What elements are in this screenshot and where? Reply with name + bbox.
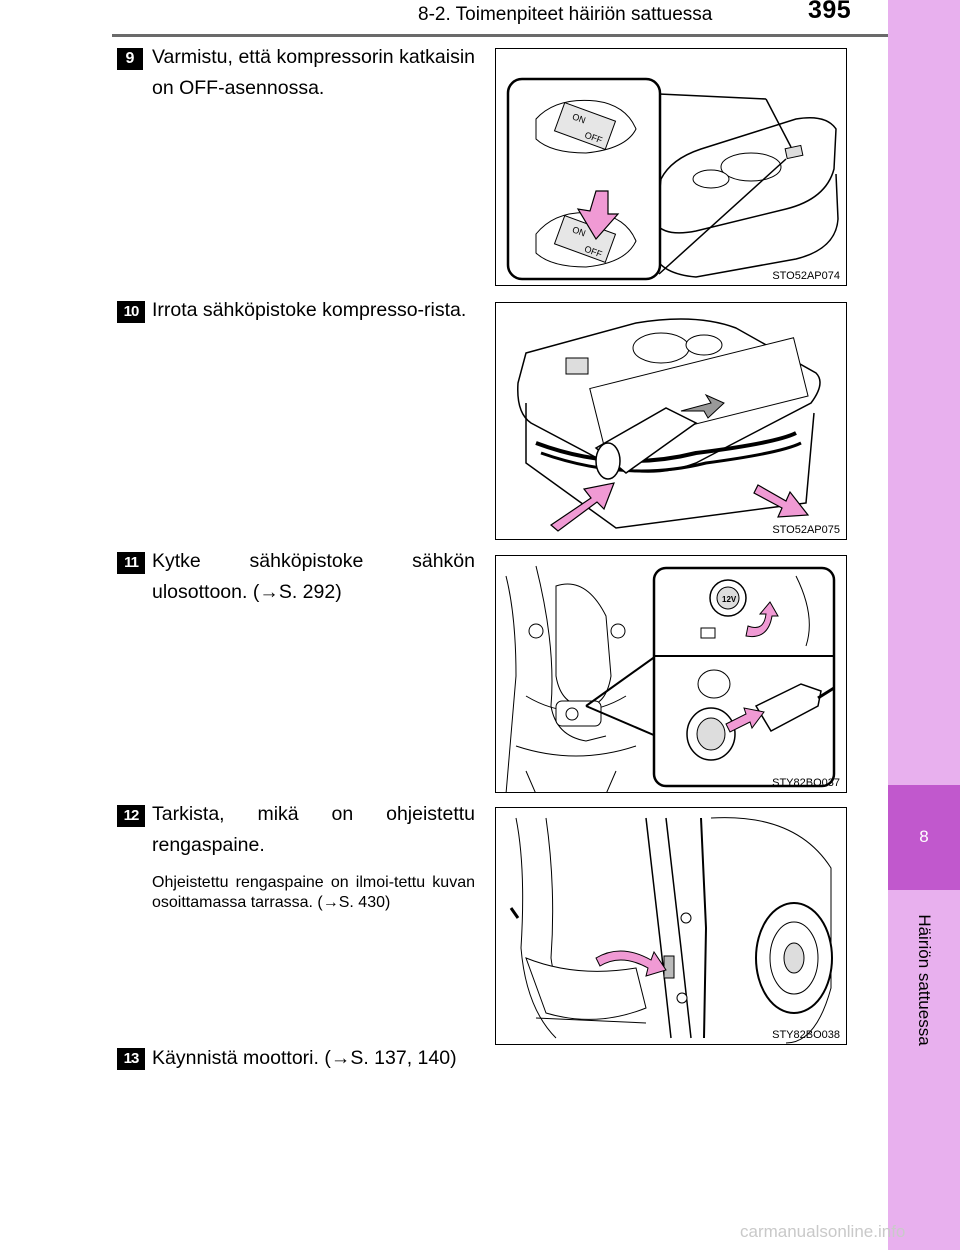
step-text-11: Kytke sähköpistoke sähkön ulosottoon. (→… [152, 550, 475, 603]
step-text-12: Tarkista, mikä on ohjeistettu rengaspain… [152, 803, 475, 856]
figure-power-outlet: 12V STY82BO037 [495, 555, 847, 793]
chapter-number: 8 [919, 827, 929, 846]
chapter-tab[interactable]: 8 [888, 785, 960, 890]
step-text-10: Irrota sähköpistoke kompresso-rista. [152, 299, 467, 321]
pull-arrow-left-icon [550, 482, 615, 532]
compressor-switch-illustration: ON OFF ON OFF [506, 77, 839, 281]
step-badge-13: 13 [117, 1048, 145, 1070]
figure-code: STO52AP074 [772, 270, 840, 282]
step-badge-9: 9 [117, 48, 143, 70]
power-outlet-illustration: 12V [505, 565, 836, 792]
step-badge-11: 11 [117, 552, 145, 574]
step-text-9: Varmistu, että kompressorin katkaisin on… [152, 46, 475, 99]
switch-on-label-top: ON [571, 111, 587, 125]
header-rule [112, 34, 888, 37]
pull-arrow-right-icon [753, 484, 810, 518]
step-badge-10: 10 [117, 301, 145, 323]
press-arrow-icon [576, 190, 620, 241]
figure-code: STY82BO037 [772, 777, 840, 789]
step-text-13: Käynnistä moottori. (→S. 137, 140) [152, 1047, 457, 1069]
step-badge-12: 12 [117, 805, 145, 827]
figure-code: STO52AP075 [772, 524, 840, 536]
figure-tire-label: STY82BO038 [495, 807, 847, 1045]
page-number: 395 [808, 0, 852, 24]
figure-unplug-compressor: STO52AP075 [495, 302, 847, 540]
socket-12v-label: 12V [722, 595, 737, 604]
label-arrow-icon [595, 950, 667, 977]
chapter-sidebar [888, 0, 960, 1250]
door-pillar-illustration [509, 817, 833, 1044]
figure-compressor-switch: ON OFF ON OFF STO52AP074 [495, 48, 847, 286]
switch-on-label-bottom: ON [571, 224, 587, 238]
page-header: 8-2. Toimenpiteet häiriön sattuessa 395 [0, 0, 888, 40]
cap-arrow-icon [745, 601, 779, 638]
plug-arrow-icon [725, 707, 765, 733]
watermark: carmanualsonline.info [740, 1222, 906, 1241]
chapter-label: Häiriön sattuessa [915, 914, 934, 1046]
unplug-illustration [517, 318, 821, 532]
figure-code: STY82BO038 [772, 1029, 840, 1041]
step-note-12: Ohjeistettu rengaspaine on ilmoi-tettu k… [152, 874, 475, 911]
section-title: 8-2. Toimenpiteet häiriön sattuessa [418, 4, 713, 25]
